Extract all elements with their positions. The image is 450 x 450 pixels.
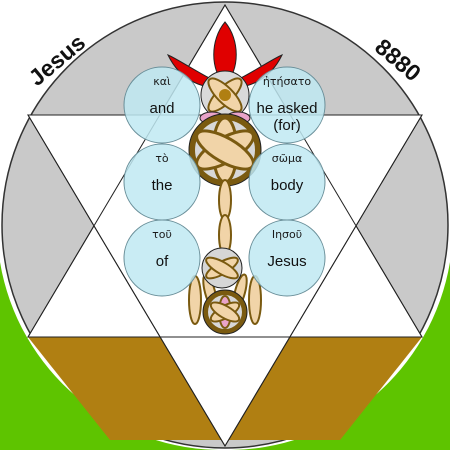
green-ground	[0, 262, 450, 450]
english-word: Jesus	[267, 253, 306, 270]
greek-word: καὶ	[153, 75, 171, 88]
central-seed-circle	[188, 113, 262, 187]
bottom-seed-circle	[202, 289, 248, 335]
word-bubble-circle	[123, 66, 201, 144]
english-word: the	[152, 177, 173, 194]
word-bubble: καὶ and	[123, 66, 201, 144]
greek-word: τοῦ	[152, 228, 172, 241]
english-word: and	[149, 100, 174, 117]
word-bubble-circle	[123, 219, 201, 297]
word-bubble: τὸ the	[123, 143, 201, 221]
lower-grey-circle	[201, 247, 243, 289]
greek-word: τὸ	[155, 152, 169, 165]
word-bubble: τοῦ of	[123, 219, 201, 297]
word-bubble: ἠτήσατο he asked(for)	[248, 66, 326, 144]
greek-word: σῶμα	[272, 152, 302, 165]
english-word: (for)	[273, 117, 301, 134]
word-bubble-circle	[248, 66, 326, 144]
upper-seed-circle	[200, 70, 250, 120]
word-bubble: σῶμα body	[248, 143, 326, 221]
word-bubble-circle	[248, 219, 326, 297]
greek-word: ἠτήσατο	[263, 75, 311, 88]
english-word: body	[271, 177, 304, 194]
english-word: of	[156, 253, 169, 270]
greek-word: Ιησοῦ	[272, 228, 302, 241]
english-word: he asked	[257, 100, 318, 117]
